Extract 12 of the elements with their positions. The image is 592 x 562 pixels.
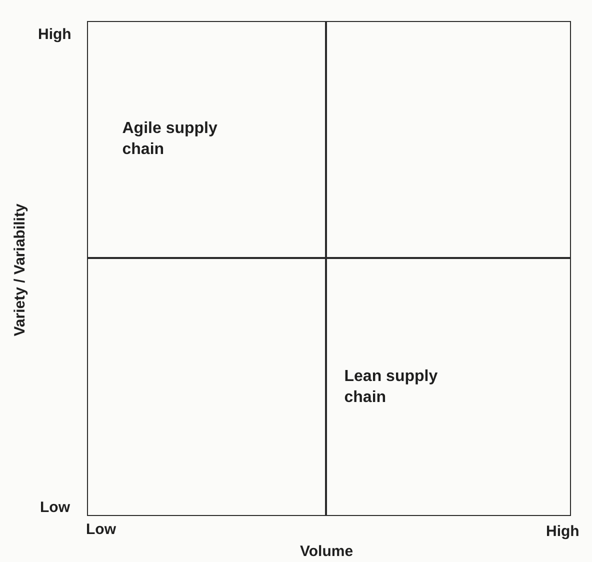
axis-label: High xyxy=(38,26,72,43)
quadrant-box xyxy=(87,21,327,259)
quadrant-box xyxy=(325,257,571,516)
axis-label: High xyxy=(546,523,580,540)
axis-title: Variety / Variability xyxy=(12,204,28,336)
quadrant-label: Lean supply chain xyxy=(344,367,439,408)
quadrant-box xyxy=(87,257,327,516)
axis-label: Low xyxy=(86,521,116,538)
quadrant-box xyxy=(325,21,571,259)
axis-label: Low xyxy=(40,499,70,516)
quadrant-label: Agile supply chain xyxy=(122,119,218,160)
axis-title: Volume xyxy=(300,543,354,560)
